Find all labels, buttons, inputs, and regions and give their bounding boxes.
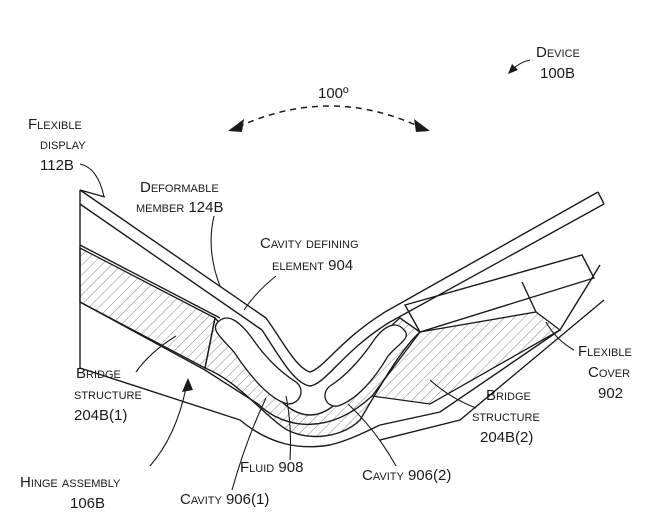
right-arm (370, 191, 605, 441)
hinge-bottom-right (379, 299, 605, 441)
cavity-2-leader (347, 403, 397, 467)
cavity-defining-leader (243, 275, 277, 311)
bridge-right-line1: Bridge (486, 387, 531, 404)
display-cap-left (79, 189, 106, 198)
device-arrow-icon (508, 64, 518, 74)
cover-divider (521, 281, 537, 313)
flexible-display-line3: 112B (40, 157, 74, 174)
flexible-cover-line2: Cover (588, 364, 630, 381)
angle-label: 100º (318, 85, 349, 102)
cavity-1-label: Cavity 906(1) (180, 491, 269, 508)
hinge-outer-left (79, 301, 259, 405)
bridge-right-leader (429, 379, 477, 409)
deformable-line2: member 124B (136, 199, 223, 216)
cavity-906-2 (324, 324, 407, 407)
cavity-defining-callout: Cavity defining element 904 (243, 235, 359, 311)
bridge-right-line3: 204B(2) (480, 429, 533, 446)
deformable-member-callout: Deformable member 124B (136, 179, 223, 287)
cavity-2-label: Cavity 906(2) (362, 467, 451, 484)
cavity-906-1 (214, 317, 302, 405)
arrow-left-icon (228, 119, 244, 132)
bridge-right-callout: Bridge structure 204B(2) (429, 379, 540, 446)
bridge-left-line2: structure (74, 386, 142, 403)
display-bottom-left (79, 203, 263, 331)
bridge-left-leader (135, 335, 177, 373)
flexible-cover-leader (545, 321, 575, 351)
left-inner-line (79, 244, 221, 319)
display-top-left (79, 189, 267, 319)
flexible-display-line2: display (40, 136, 86, 153)
flexible-cover-callout: Flexible Cover 902 (545, 321, 632, 402)
housing-inner-curve (257, 395, 373, 426)
display-end-right (597, 191, 605, 205)
hinge-outer-right (379, 264, 601, 426)
cavity-1-leader (231, 397, 267, 491)
deformable-line1: Deformable (140, 179, 219, 196)
bridge-left-callout: Bridge structure 204B(1) (74, 335, 177, 424)
display-bottom-right (389, 203, 605, 323)
housing-curve (239, 419, 381, 448)
hinge-body (204, 311, 422, 448)
display-bend-bottom (261, 321, 391, 387)
left-arm (79, 189, 267, 421)
bridge-right-line2: structure (472, 408, 540, 425)
hinge-leader (149, 387, 187, 467)
fluid-callout: Fluid 908 (240, 395, 303, 476)
bridge-left-line3: 204B(1) (74, 407, 127, 424)
angle-indicator: 100º (228, 85, 430, 132)
flexible-cover-box (403, 254, 596, 333)
fluid-label: Fluid 908 (240, 459, 303, 476)
flexible-display-line1: Flexible (28, 116, 82, 133)
hinge-line2: 106B (70, 495, 105, 512)
cavity-defining-line1: Cavity defining (260, 235, 359, 252)
device-label-line2: 100B (540, 65, 575, 82)
display-bend-top (265, 311, 386, 373)
display-top-right (384, 191, 599, 313)
bridge-left-line1: Bridge (76, 365, 121, 382)
flexible-display-callout: Flexible display 112B (28, 116, 105, 198)
bridge-structure-left (79, 246, 216, 369)
hinge-bottom-left (79, 367, 241, 421)
arrow-right-icon (414, 119, 430, 132)
hinge-assembly-callout: Hinge assembly 106B (20, 378, 193, 512)
angle-arc (237, 105, 421, 128)
flexible-display-leader (79, 163, 105, 198)
device-callout: Device 100B (508, 44, 580, 82)
cavity-defining-line2: element 904 (272, 257, 353, 274)
device-label-line1: Device (536, 44, 580, 61)
cavity-1-callout: Cavity 906(1) (180, 397, 269, 508)
hinge-line1: Hinge assembly (20, 474, 121, 491)
fluid-leader (285, 395, 292, 461)
flexible-cover-line1: Flexible (578, 343, 632, 360)
flexible-cover-line3: 902 (598, 385, 623, 402)
hinge-arrow-icon (182, 378, 193, 392)
cavity-2-callout: Cavity 906(2) (347, 403, 451, 484)
deformable-leader (210, 215, 221, 287)
